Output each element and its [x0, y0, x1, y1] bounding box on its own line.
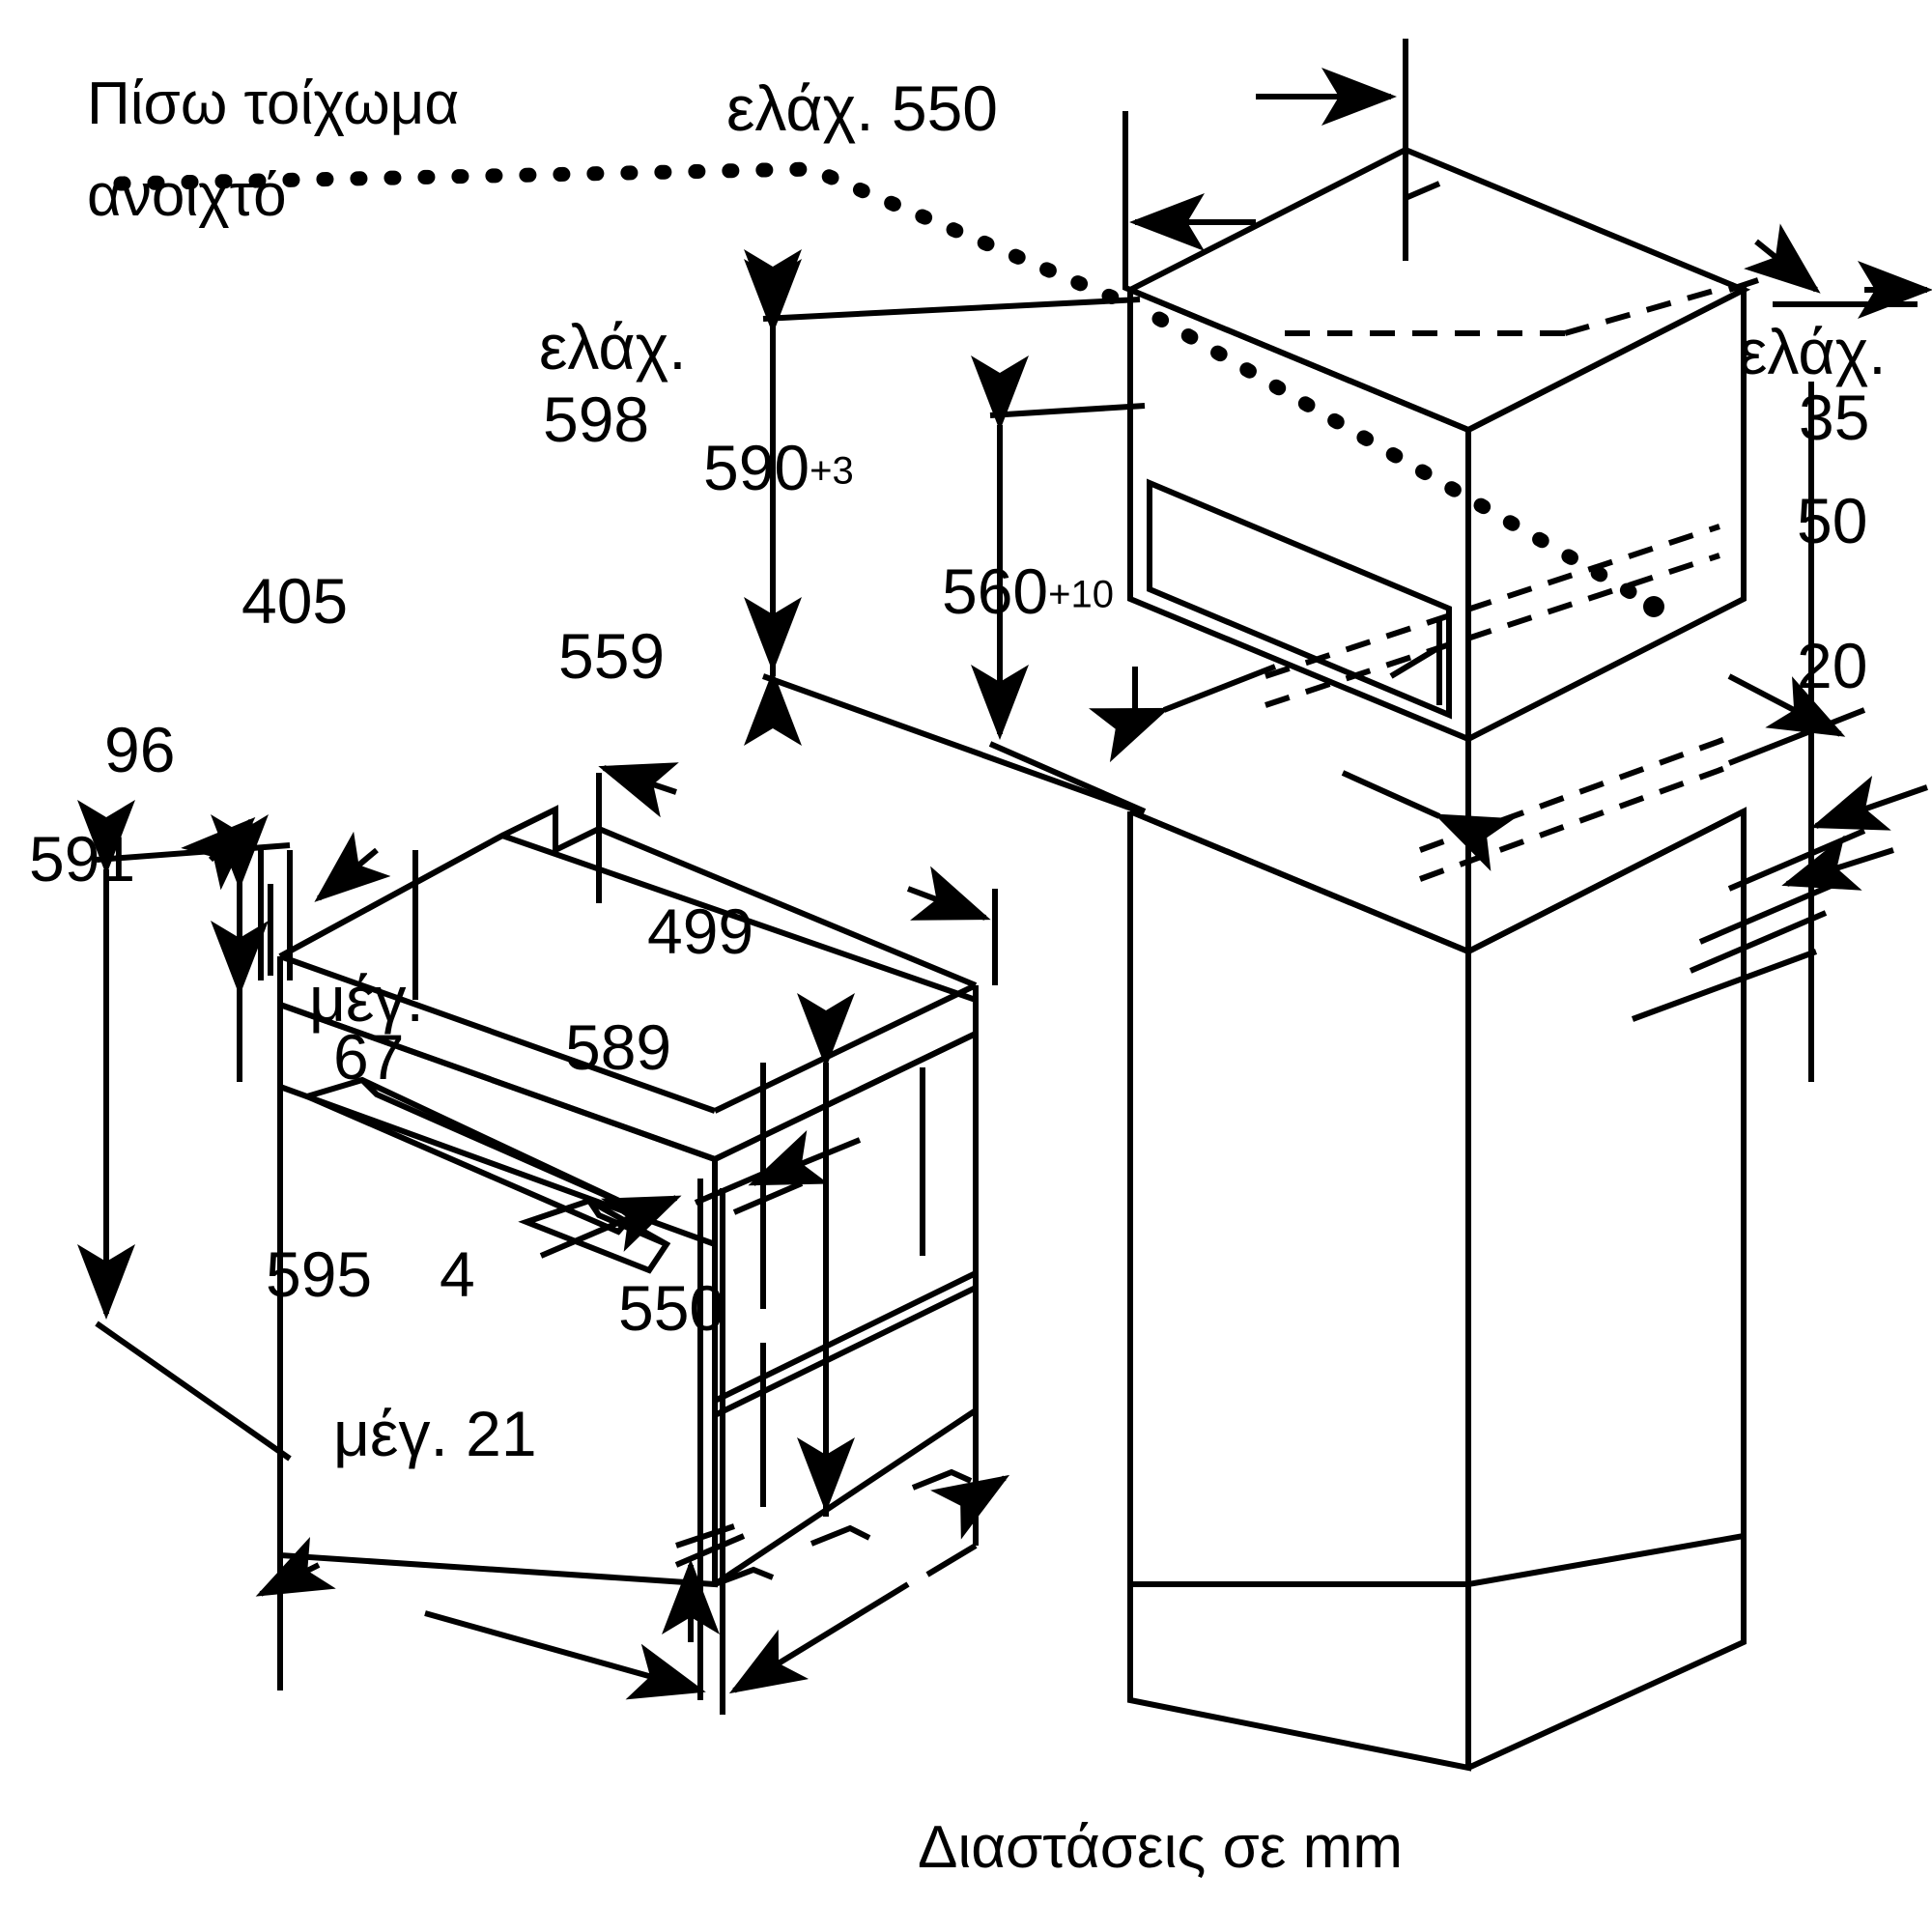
appliance-top-left-edge	[278, 833, 504, 959]
dim-label-589: 589	[565, 1011, 672, 1083]
appliance-foot-2	[810, 1524, 871, 1547]
dim-label-min-598-value: 598	[543, 384, 650, 455]
dim-label-591: 591	[29, 823, 136, 895]
dim-20-ext-a	[1727, 828, 1866, 892]
dim-label-96: 96	[104, 714, 176, 785]
ext-598-bottom-ref	[761, 673, 1142, 814]
dim-550-tick	[930, 1474, 1010, 1540]
appliance-side-rib	[713, 1270, 978, 1404]
dim-595-arrow	[255, 1536, 336, 1597]
dim-20-ext-b	[1698, 881, 1837, 945]
appliance-foot-1	[713, 1566, 775, 1587]
dim-label-max-21: μέγ. 21	[333, 1398, 537, 1469]
cabinet-upper-right	[1465, 285, 1747, 744]
dim-label-min-35-value: 35	[1799, 382, 1870, 453]
note-back-wall-line2: ανοιχτό	[87, 162, 287, 229]
appliance-side-rib-2	[713, 1285, 978, 1418]
cabinet-plinth-right	[1466, 1536, 1747, 1771]
appliance-handle-top	[359, 1077, 639, 1212]
dim-67-arrow	[539, 1195, 682, 1259]
dim-label-550-bottom: 550	[618, 1272, 725, 1344]
dim-label-min-550: ελάχ. 550	[726, 72, 999, 144]
note-back-wall-line1: Πίσω τοίχωμα	[87, 71, 460, 137]
ext-590-top	[989, 403, 1146, 418]
cabinet-lower-front	[1127, 676, 1471, 1587]
cabinet-lower-front-top	[1128, 809, 1471, 1584]
dim-405-arrow2	[181, 816, 256, 891]
appliance-top-notch	[500, 805, 601, 855]
dim-label-max-67-prefix: μέγ.	[309, 963, 424, 1035]
ext-591-bottom	[95, 1321, 292, 1462]
units-caption: Διαστάσεις σε mm	[918, 1814, 1403, 1881]
dim-560-left	[1089, 664, 1277, 763]
dim-35-arrow	[1744, 223, 1821, 294]
ext-4-b	[674, 1533, 746, 1568]
dim-20-arrow-a	[1810, 776, 1928, 831]
cabinet-shelf-line-right	[1466, 809, 1746, 954]
dim-label-405: 405	[242, 565, 349, 637]
dim-67-arrow-2	[748, 1129, 862, 1186]
dim-20-arrow-b	[1781, 835, 1894, 891]
dim-label-min-35-prefix: ελάχ.	[1739, 316, 1887, 387]
appliance-top-back-edge	[597, 826, 978, 988]
appliance-top-side-edge	[713, 982, 978, 1114]
dim-405-arrow	[314, 831, 391, 902]
dim-label-min-598-prefix: ελάχ.	[539, 311, 687, 383]
appliance-foot-3	[911, 1468, 973, 1491]
dim-20-ext-d	[1631, 949, 1818, 1022]
ext-560-lead	[1389, 644, 1441, 679]
dim-550-bottom-arrow	[728, 1581, 910, 1694]
dim-20-ext-c	[1689, 910, 1828, 974]
dim-560-right	[1341, 770, 1515, 871]
dim-label-max-67-value: 67	[333, 1021, 405, 1093]
dim-label-50: 50	[1797, 485, 1868, 556]
cabinet-upper-front	[1127, 285, 1471, 744]
dim-label-20: 20	[1797, 630, 1868, 701]
ext-598-top-ref	[762, 297, 1141, 322]
dim-50-ext	[1727, 707, 1866, 766]
dim-595-lead	[424, 1610, 706, 1700]
dim-559-arrow-right	[906, 866, 991, 921]
ext-4-a	[675, 1523, 735, 1548]
dim-label-560: 560+10	[942, 555, 1114, 627]
appliance-top-front-edge	[278, 953, 717, 1114]
dim-label-590: 590+3	[703, 432, 854, 503]
ext-67-b	[732, 1180, 804, 1215]
dim-label-559: 559	[558, 620, 666, 692]
niche-opening-edge	[1147, 478, 1452, 720]
dim-label-499: 499	[647, 895, 754, 967]
dim-559-arrow-left	[598, 762, 679, 818]
ext-550-bottom	[925, 1543, 978, 1577]
ext-67-a	[694, 1171, 765, 1206]
dim-label-595: 595	[266, 1238, 373, 1310]
cabinet-shelf-line	[1128, 809, 1470, 954]
dim-label-4: 4	[440, 1238, 475, 1310]
callout-dotted-line	[113, 161, 1650, 607]
ext-590-bottom	[988, 741, 1147, 814]
cabinet-top-face	[1122, 146, 1751, 434]
callout-endpoint-dot	[1643, 596, 1664, 617]
cabinet-plinth-front	[1127, 1584, 1471, 1772]
